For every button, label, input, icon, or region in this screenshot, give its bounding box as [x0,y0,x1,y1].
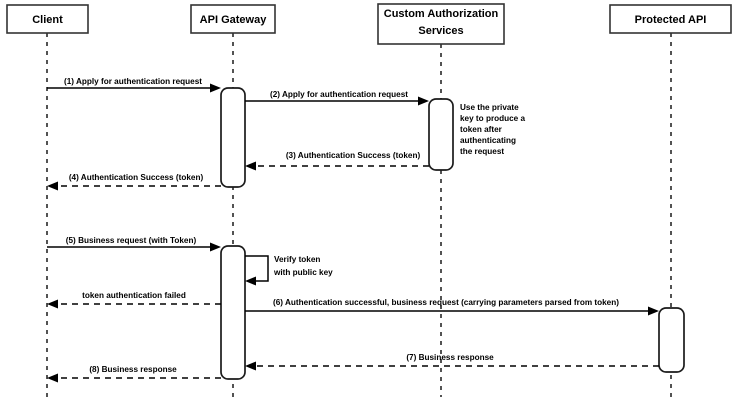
note-private-key-line-2: key to produce a [460,114,526,123]
note-private-key-line-4: authenticating [460,136,516,145]
participant-label-custom-authorization-services-line2: Services [418,25,463,37]
participant-box-custom-authorization-services-rect [377,3,505,45]
message-8[interactable]: (8) Business response [47,365,221,383]
participant-label-protected-api: Protected API [635,14,707,26]
message-6[interactable]: (6) Authentication successful, business … [245,298,659,316]
participant-box-protected-api-rect [609,4,732,34]
participant-box-client[interactable]: Client [6,4,89,34]
message-1-label: (1) Apply for authentication request [64,77,202,86]
message-4[interactable]: (4) Authentication Success (token) [47,173,221,191]
participant-label-api-gateway: API Gateway [200,14,268,26]
message-1[interactable]: (1) Apply for authentication request [47,77,221,93]
message-token-authentication-failed[interactable]: token authentication failed [47,291,221,309]
message-token-authentication-failed-label: token authentication failed [82,291,186,300]
message-2-arrowhead [418,96,429,106]
message-8-arrowhead [47,373,58,383]
message-2-label: (2) Apply for authentication request [270,90,408,99]
message-token-authentication-failed-arrowhead [47,299,58,309]
message-3-arrowhead [245,161,256,171]
self-message-verify-token-label-line1: Verify token [274,255,320,264]
note-private-key-line-3: token after [460,125,503,134]
message-7-label: (7) Business response [406,353,494,362]
activation-bar-protected-api[interactable] [658,307,685,373]
message-7-arrowhead [245,361,256,371]
participant-box-protected-api[interactable]: Protected API [609,4,732,34]
message-6-label: (6) Authentication successful, business … [273,298,619,307]
message-5-arrowhead [210,242,221,252]
note-private-key: Use the private key to produce a token a… [460,103,526,156]
self-message-verify-token-label-line2: with public key [273,268,333,277]
message-7[interactable]: (7) Business response [245,353,659,371]
participant-box-client-rect [6,4,89,34]
message-4-label: (4) Authentication Success (token) [69,173,204,182]
note-private-key-line-1: Use the private [460,103,519,112]
message-5[interactable]: (5) Business request (with Token) [47,236,221,252]
lifelines [46,33,672,397]
message-8-label: (8) Business response [89,365,177,374]
activation-bar-api-gateway-business[interactable] [220,245,246,380]
self-message-verify-token[interactable]: Verify token with public key [245,255,333,286]
participant-label-client: Client [32,14,63,26]
message-1-arrowhead [210,83,221,93]
activation-bar-api-gateway-auth[interactable] [220,87,246,188]
message-3-label: (3) Authentication Success (token) [286,151,421,160]
message-6-arrowhead [648,306,659,316]
message-3[interactable]: (3) Authentication Success (token) [245,151,429,171]
participant-box-api-gateway[interactable]: API Gateway [190,4,276,34]
activation-bar-custom-authorization-services[interactable] [428,98,454,171]
participant-label-custom-authorization-services-line1: Custom Authorization [384,8,499,20]
participant-box-api-gateway-rect [190,4,276,34]
participant-box-custom-authorization-services[interactable]: Custom Authorization Services [377,3,505,45]
activation-bars [220,87,685,380]
self-message-verify-token-path [245,255,269,282]
message-4-arrowhead [47,181,58,191]
message-2[interactable]: (2) Apply for authentication request [245,90,429,106]
self-message-verify-token-arrowhead [245,276,256,286]
message-5-label: (5) Business request (with Token) [66,236,197,245]
note-private-key-line-5: the request [460,147,504,156]
